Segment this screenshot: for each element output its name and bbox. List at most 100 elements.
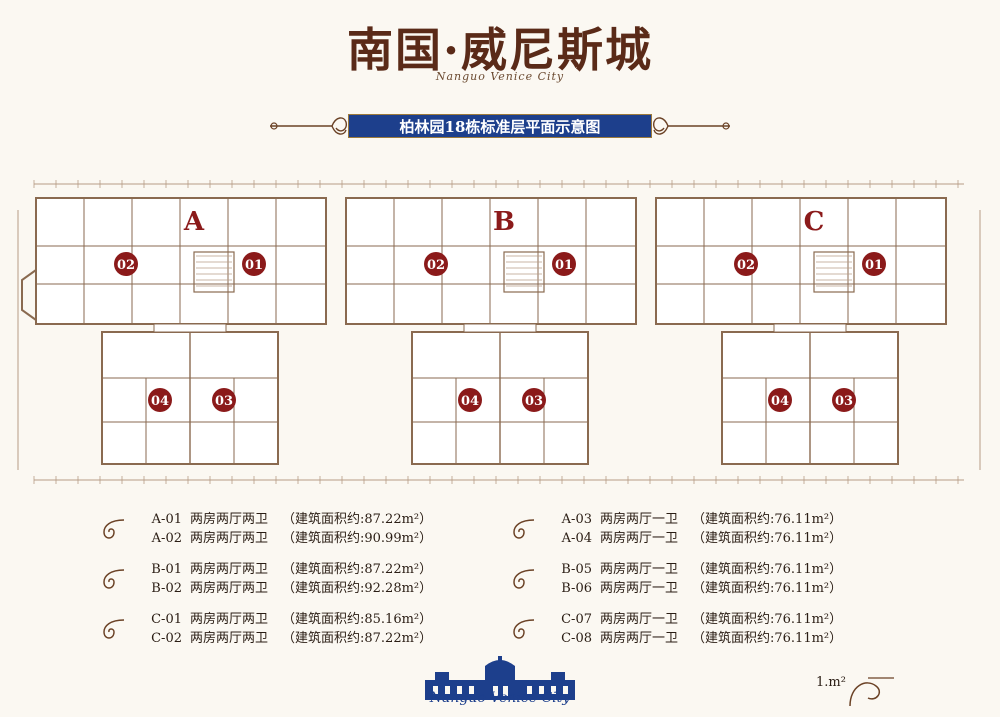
upper-wing (345, 197, 637, 325)
legend-code: C-07 (561, 612, 592, 627)
legend-desc: 两房两厅一卫 (600, 512, 679, 527)
unit-badge-label: 03 (215, 394, 233, 409)
legend-desc: 两房两厅两卫 (190, 612, 269, 627)
scroll-ornament-icon (652, 117, 730, 135)
legend-code: C-08 (561, 631, 592, 646)
unit-badge-label: 04 (151, 394, 169, 409)
legend-area: （建筑面积约:76.11m²） (692, 581, 843, 596)
swirl-ornament-icon (510, 616, 538, 644)
legend-group: C-01 两房两厅两卫 （建筑面积约:85.16m²） C-02 两房两厅两卫 （建筑面积… (100, 610, 460, 650)
unit-badge-label: 01 (865, 258, 883, 273)
swirl-ornament-icon (510, 516, 538, 544)
building-label: A (183, 207, 205, 237)
swirl-ornament-icon (100, 566, 128, 594)
unit-badge-label: 02 (117, 258, 135, 273)
legend-row: C-07 两房两厅一卫 （建筑面积约:76.11m²） (510, 610, 870, 629)
unit-badge-label: 04 (461, 394, 479, 409)
upper-wing (35, 197, 327, 325)
legend-area: （建筑面积约:85.16m²） (282, 612, 433, 627)
corridor (153, 323, 227, 333)
legend-code: A-04 (561, 531, 592, 546)
legend-desc: 两房两厅一卫 (600, 631, 679, 646)
unit-badge-label: 02 (427, 258, 445, 273)
legend-desc: 两房两厅两卫 (190, 531, 269, 546)
legend-row: C-02 两房两厅两卫 （建筑面积约:87.22m²） (100, 629, 460, 648)
unit-badge-label: 01 (555, 258, 573, 273)
legend-area: （建筑面积约:76.11m²） (692, 562, 843, 577)
unit-badge-label: 04 (771, 394, 789, 409)
corridor (773, 323, 847, 333)
stair-core (193, 251, 235, 293)
legend-row: C-01 两房两厅两卫 （建筑面积约:85.16m²） (100, 610, 460, 629)
unit-badge-label: 03 (835, 394, 853, 409)
building-label: C (804, 207, 825, 237)
legend-row: A-01 两房两厅两卫 （建筑面积约:87.22m²） (100, 510, 460, 529)
legend-group: C-07 两房两厅一卫 （建筑面积约:76.11m²） C-08 两房两厅一卫 （建筑面积… (510, 610, 870, 650)
banner-row: 柏林园18栋标准层平面示意图 (270, 112, 730, 140)
legend-code: A-02 (151, 531, 182, 546)
legend-area: （建筑面积约:90.99m²） (282, 531, 433, 546)
unit-badge (458, 388, 482, 412)
legend-area: （建筑面积约:92.28m²） (282, 581, 433, 596)
legend-code: A-01 (151, 512, 182, 527)
footer-script: Nanguo Venice City (429, 690, 571, 706)
unit-badge-label: 02 (737, 258, 755, 273)
unit-badge (114, 252, 138, 276)
unit-badge (522, 388, 546, 412)
legend-desc: 两房两厅两卫 (190, 631, 269, 646)
legend-area: （建筑面积约:87.22m²） (282, 512, 433, 527)
swirl-ornament-icon (100, 616, 128, 644)
legend-area: （建筑面积约:76.11m²） (692, 631, 843, 646)
stair-core (503, 251, 545, 293)
plan-banner: 柏林园18栋标准层平面示意图 (348, 114, 652, 138)
unit-badge (424, 252, 448, 276)
legend-desc: 两房两厅一卫 (600, 612, 679, 627)
unit-legend: A-01 两房两厅两卫 （建筑面积约:87.22m²） A-02 两房两厅两卫 （建筑面积… (0, 510, 1000, 660)
legend-code: B-01 (151, 562, 182, 577)
swirl-ornament-icon (100, 516, 128, 544)
unit-badge (552, 252, 576, 276)
legend-code: B-02 (151, 581, 182, 596)
legend-row: C-08 两房两厅一卫 （建筑面积约:76.11m²） (510, 629, 870, 648)
legend-desc: 两房两厅一卫 (600, 562, 679, 577)
corner-ornament-icon (849, 677, 894, 707)
legend-area: （建筑面积约:76.11m²） (692, 612, 843, 627)
floor-plan: A 02 01 04 03 B 02 01 04 03 C 02 01 04 03 (17, 180, 981, 484)
legend-desc: 两房两厅一卫 (600, 581, 679, 596)
legend-row: A-02 两房两厅两卫 （建筑面积约:90.99m²） (100, 529, 460, 548)
unit-badge-label: 01 (245, 258, 263, 273)
legend-desc: 两房两厅两卫 (190, 512, 269, 527)
corridor (463, 323, 537, 333)
unit-badge (734, 252, 758, 276)
scroll-ornament-icon (270, 117, 348, 135)
page-title: 南国·威尼斯城 (346, 23, 653, 77)
legend-code: A-03 (561, 512, 592, 527)
legend-area: （建筑面积约:87.22m²） (282, 562, 433, 577)
title-script: Nanguo Venice City (435, 70, 565, 83)
upper-wing (655, 197, 947, 325)
swirl-ornament-icon (510, 566, 538, 594)
corner-note: 1.m² (816, 675, 846, 690)
unit-badge (768, 388, 792, 412)
legend-area: （建筑面积约:76.11m²） (692, 531, 843, 546)
legend-code: C-02 (151, 631, 182, 646)
legend-code: B-06 (561, 581, 592, 596)
unit-badge (148, 388, 172, 412)
unit-badge-label: 03 (525, 394, 543, 409)
unit-badge (862, 252, 886, 276)
legend-area: （建筑面积约:76.11m²） (692, 512, 843, 527)
building-label: B (493, 207, 515, 237)
unit-badge (212, 388, 236, 412)
legend-code: C-01 (151, 612, 182, 627)
unit-badge (242, 252, 266, 276)
legend-area: （建筑面积约:87.22m²） (282, 631, 433, 646)
stair-core (813, 251, 855, 293)
bay-window (21, 269, 37, 321)
